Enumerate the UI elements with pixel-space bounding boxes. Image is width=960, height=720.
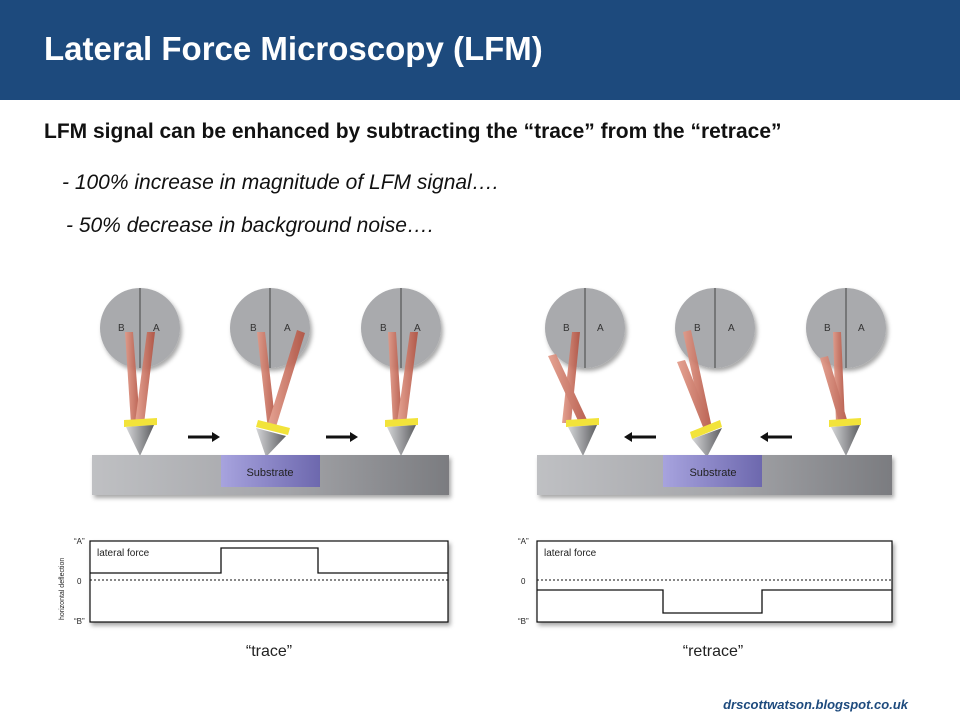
detector-3: B A <box>361 288 441 368</box>
svg-text:A: A <box>414 323 421 334</box>
svg-text:lateral force: lateral force <box>544 548 597 559</box>
trace-graph: lateral force “A” 0 “B” horizontal defle… <box>59 537 449 660</box>
laser-beams-retrace <box>548 330 848 432</box>
svg-text:A: A <box>284 323 291 334</box>
svg-text:A: A <box>728 323 735 334</box>
svg-text:“A”: “A” <box>74 537 85 546</box>
laser-beams <box>125 330 418 430</box>
bullet-noise-decrease: - 50% decrease in background noise…. <box>66 214 434 237</box>
svg-text:“B”: “B” <box>74 617 85 626</box>
svg-text:0: 0 <box>77 577 82 586</box>
detector-b-label: B <box>118 323 125 334</box>
scan-direction-right-arrow-1 <box>188 432 220 442</box>
retrace-caption: “retrace” <box>683 643 743 660</box>
svg-text:“A”: “A” <box>518 537 529 546</box>
svg-text:B: B <box>694 323 701 334</box>
source-footer: drscottwatson.blogspot.co.uk <box>723 697 908 712</box>
scan-direction-right-arrow-2 <box>326 432 358 442</box>
y-axis-label: horizontal deflection <box>59 558 66 620</box>
trace-caption: “trace” <box>246 643 292 660</box>
detector-2: B A <box>230 288 310 368</box>
scan-direction-left-arrow-1 <box>624 432 656 442</box>
trace-setup: B A B A B A <box>92 288 449 495</box>
retrace-setup: B A B A B A <box>537 288 892 495</box>
svg-text:A: A <box>597 323 604 334</box>
svg-text:Substrate: Substrate <box>689 467 736 479</box>
detector-6: B A <box>806 288 886 368</box>
svg-text:B: B <box>563 323 570 334</box>
svg-text:A: A <box>858 323 865 334</box>
title-bar: Lateral Force Microscopy (LFM) <box>0 0 960 100</box>
svg-text:0: 0 <box>521 577 526 586</box>
lateral-force-label: lateral force <box>97 548 150 559</box>
detector-5: B A <box>675 288 755 368</box>
slide-title: Lateral Force Microscopy (LFM) <box>44 30 543 67</box>
svg-text:B: B <box>250 323 257 334</box>
substrate-label: Substrate <box>246 467 293 479</box>
detector-a-label: A <box>153 323 160 334</box>
bullet-signal-increase: - 100% increase in magnitude of LFM sign… <box>62 171 499 194</box>
lfm-diagram: B A B A B A <box>59 288 893 660</box>
svg-text:B: B <box>380 323 387 334</box>
detector-1: B A <box>100 288 180 368</box>
svg-text:“B”: “B” <box>518 617 529 626</box>
scan-direction-left-arrow-2 <box>760 432 792 442</box>
detector-4: B A <box>545 288 625 368</box>
svg-text:B: B <box>824 323 831 334</box>
retrace-graph: lateral force “A” 0 “B” “retrace” <box>518 537 893 660</box>
slide-subtitle: LFM signal can be enhanced by subtractin… <box>44 120 782 143</box>
